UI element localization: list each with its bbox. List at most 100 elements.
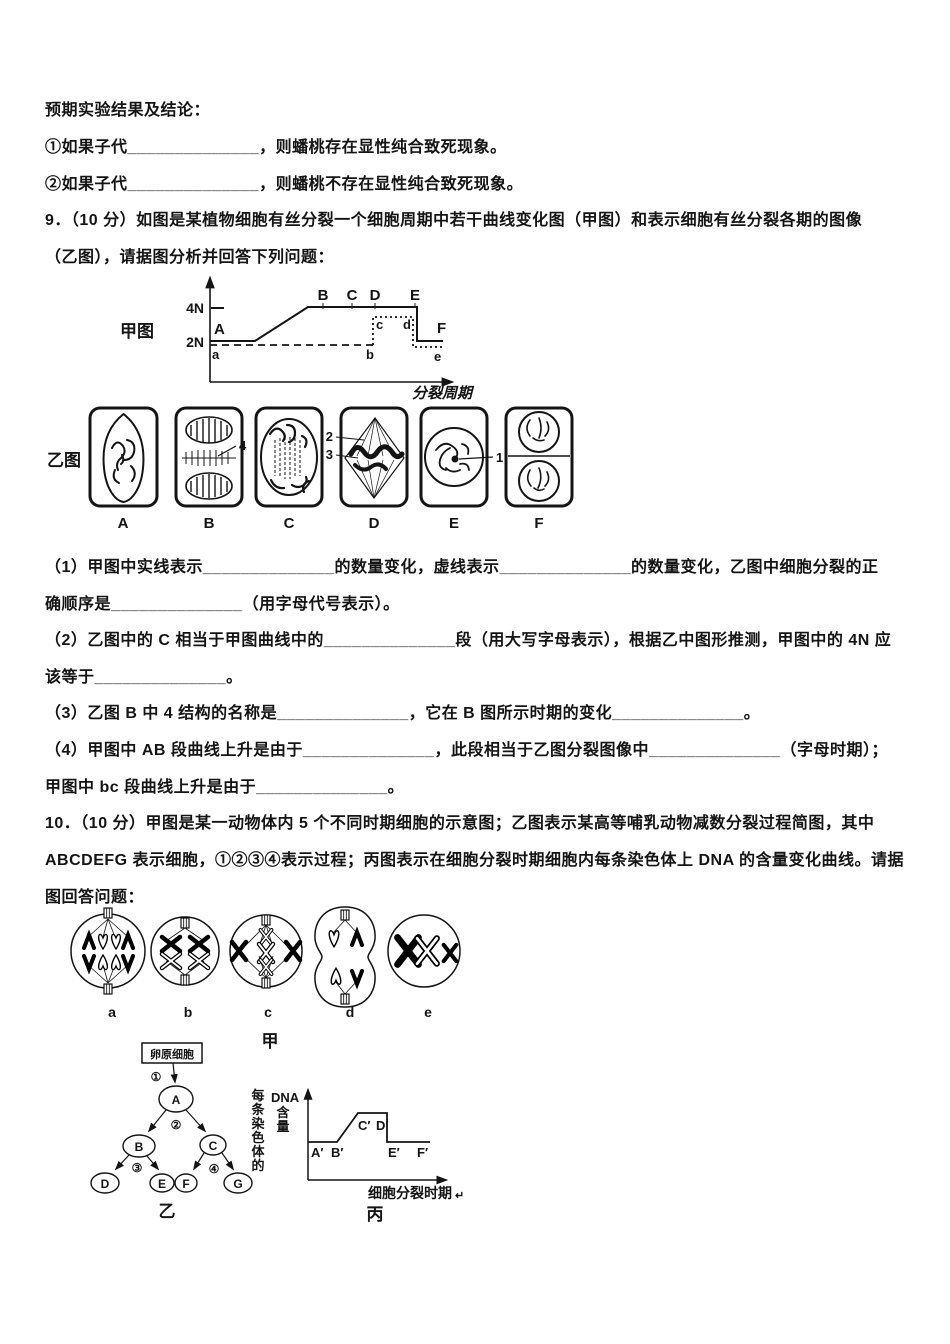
pt-B: B (318, 287, 329, 304)
node-B (122, 1134, 156, 1158)
bing-y-label-char3: 染 (250, 1116, 265, 1131)
bing-x-axis-label: 细胞分裂时期 (368, 1185, 452, 1201)
node-D-label: D (101, 1177, 110, 1191)
q10-figure-jia-cells: a b c d e 甲 (70, 906, 461, 1051)
expected-results-heading: 预期实验结果及结论： (45, 102, 211, 119)
arrow-C-F (193, 1152, 205, 1171)
node-E-label: E (158, 1177, 166, 1191)
q10-intro-line1: 10．（10 分）甲图是某一动物体内 5 个不同时期细胞的示意图；乙图表示某高等… (45, 815, 875, 832)
pt-C2: C′ (358, 1118, 371, 1133)
callout-4-line (217, 445, 237, 457)
q9-intro-line2: （乙图），请据图分析并回答下列问题： (45, 249, 335, 266)
conclusion-blank-2: ②如果子代______________，则蟠桃不存在显性纯合致死现象。 (45, 176, 524, 193)
node-E (149, 1173, 175, 1193)
pt-F2: F′ (417, 1145, 428, 1160)
node-B-label: B (135, 1140, 144, 1154)
bing-y-label-char2: 条 (251, 1102, 265, 1117)
node-F-label: F (182, 1177, 189, 1191)
pt-E2: E′ (388, 1145, 400, 1160)
dna-curve (308, 1112, 430, 1143)
q9-sub1-line1: （1）甲图中实线表示______________的数量变化，虚线表示______… (45, 559, 879, 576)
callout-3-line (335, 454, 359, 459)
node-D (90, 1172, 120, 1194)
tick-label-2n: 2N (186, 334, 204, 350)
q9-sub2-line2: 该等于______________。 (45, 669, 243, 686)
jia-x-axis-label: 分裂周期 (412, 385, 475, 402)
bing-y-label-char4: 色 (251, 1130, 264, 1145)
callout-2-line (335, 436, 365, 441)
node-C-label: C (209, 1139, 218, 1153)
solid-curve (210, 306, 443, 342)
q9-sub4-line1: （4）甲图中 AB 段曲线上升是由于______________，此段相当于乙图… (45, 742, 889, 759)
cell-b-diagram (150, 916, 220, 986)
cell-c-diagram (229, 914, 303, 989)
pt-B2: B′ (331, 1145, 344, 1160)
cell-a-diagram (70, 907, 146, 995)
bing-y-label-han: 含 (275, 1105, 290, 1120)
cell-A-diagram (102, 412, 145, 504)
q9-sub1-line2: 确顺序是______________（用字母代号表示）。 (45, 596, 400, 613)
root-cell-box (141, 1042, 203, 1064)
cell-d-diagram (314, 906, 376, 1008)
pt-a: a (212, 347, 220, 362)
arrow-B-E (146, 1155, 160, 1171)
q10-figure-bing-label: 丙 (367, 1205, 384, 1224)
pt-c: c (376, 317, 383, 332)
pt-E: E (410, 287, 420, 304)
pt-b: b (366, 347, 374, 362)
q9-sub2-line1: （2）乙图中的 C 相当于甲图曲线中的______________段（用大写字母… (45, 632, 892, 649)
cell-E-diagram (424, 427, 494, 487)
process-1: ① (151, 1070, 162, 1084)
callout-2: 2 (326, 429, 333, 444)
node-C (199, 1134, 227, 1156)
pt-D2: D′ (376, 1118, 389, 1133)
label-d: d (346, 1004, 355, 1020)
q10-intro-line2: ABCDEFG 表示细胞，①②③④表示过程；丙图表示在细胞分裂时期细胞内每条染色… (45, 852, 905, 869)
label-E: E (449, 515, 459, 532)
tick-label-4n: 4N (186, 300, 204, 316)
cell-e-diagram (387, 914, 461, 988)
pt-e: e (434, 349, 441, 364)
q9-sub3: （3）乙图 B 中 4 结构的名称是______________，它在 B 图所… (45, 705, 761, 722)
bing-y-label-char6: 的 (251, 1158, 264, 1173)
process-2: ② (171, 1118, 182, 1132)
process-3: ③ (132, 1161, 143, 1175)
bing-y-label-liang: 量 (276, 1119, 289, 1134)
node-F (174, 1173, 198, 1193)
label-a: a (108, 1004, 116, 1020)
node-A-label: A (172, 1093, 181, 1107)
q9-figure-yi-cells: 乙图 (47, 406, 574, 532)
return-mark: ↵ (455, 1190, 464, 1202)
bing-y-label-char5: 体 (251, 1144, 265, 1159)
node-G-label: G (233, 1177, 242, 1191)
pt-C: C (347, 287, 358, 304)
pt-A: A (214, 321, 225, 338)
figure-yi-label: 乙图 (47, 451, 81, 470)
cell-boxes (88, 406, 574, 508)
pt-F: F (437, 320, 446, 337)
arrow-C-G (221, 1152, 235, 1171)
process-4: ④ (209, 1162, 220, 1176)
label-F: F (534, 515, 543, 532)
arrow-B-D (114, 1154, 130, 1171)
pt-d: d (403, 317, 411, 332)
pt-A2: A′ (311, 1145, 324, 1160)
label-A: A (118, 515, 129, 532)
q10-figure-jia-label: 甲 (262, 1032, 279, 1051)
root-cell-label: 卵原细胞 (150, 1047, 194, 1061)
label-c: c (264, 1004, 272, 1020)
callout-3: 3 (326, 447, 333, 462)
cell-B-diagram (182, 416, 237, 500)
cell-F-diagram (508, 411, 570, 502)
node-A (158, 1085, 194, 1113)
arrow-1 (170, 1062, 178, 1084)
cell-D-diagram (335, 416, 405, 500)
arrow-A-B (147, 1109, 167, 1133)
q10-figure-yi-flowchart: 卵原细胞 ① A ② B C ③ ④ D E F G 乙 (90, 1042, 253, 1221)
arrow-A-C (185, 1109, 207, 1133)
conclusion-blank-1: ①如果子代______________，则蟠桃存在显性纯合致死现象。 (45, 139, 507, 156)
label-B: B (204, 515, 215, 532)
label-b: b (184, 1004, 193, 1020)
label-D: D (369, 515, 380, 532)
